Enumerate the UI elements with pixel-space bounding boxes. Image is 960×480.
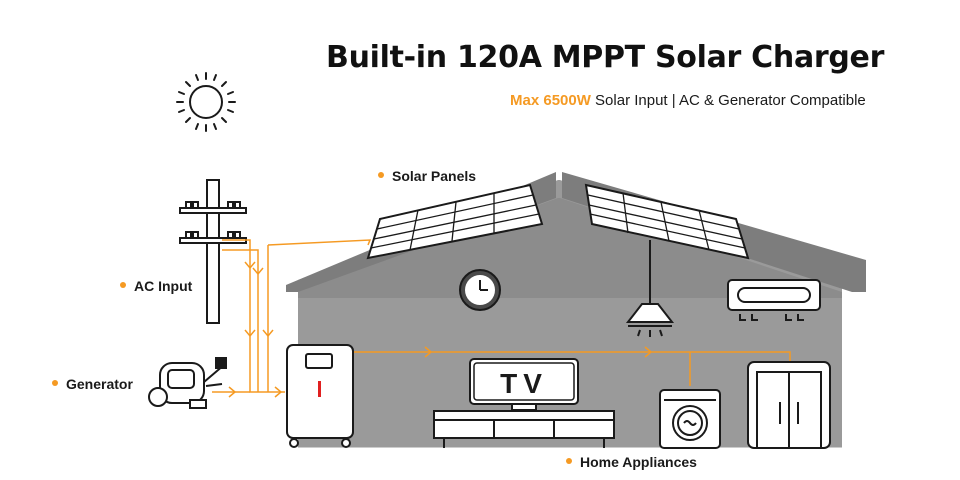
callout-generator-label: Generator	[66, 376, 133, 392]
solar-panel-right	[584, 183, 750, 260]
subtitle-rest: Solar Input | AC & Generator Compatible	[590, 92, 866, 109]
subtitle: Max 6500W Solar Input | AC & Generator C…	[510, 92, 866, 109]
flow-arrows	[228, 261, 653, 398]
callout-home-appliances: Home Appliances	[566, 454, 697, 470]
solar-panel-left	[366, 183, 544, 260]
generator-icon	[148, 357, 227, 409]
callout-ac-input: AC Input	[120, 278, 192, 294]
clock-icon	[459, 269, 501, 311]
sun-icon	[176, 72, 236, 132]
air-conditioner-icon	[727, 279, 821, 321]
tv-icon: TV	[469, 358, 579, 411]
callout-solar-panels: Solar Panels	[378, 168, 476, 184]
tv-cabinet	[433, 410, 615, 448]
bullet-dot	[566, 458, 572, 465]
callout-solar-panels-label: Solar Panels	[392, 168, 477, 184]
power-lines	[212, 239, 791, 393]
washing-machine-icon	[659, 389, 721, 449]
refrigerator-icon	[747, 361, 831, 449]
bullet-dot	[52, 380, 58, 387]
bullet-dot	[378, 172, 384, 179]
callout-ac-input-label: AC Input	[134, 278, 193, 294]
callout-generator: Generator	[52, 376, 133, 392]
tv-label: TV	[500, 368, 548, 399]
roof-underside	[298, 198, 842, 298]
utility-pole-icon	[179, 179, 247, 324]
page-title: Built-in 120A MPPT Solar Charger	[326, 40, 885, 75]
ceiling-lamp-icon	[625, 240, 675, 337]
callout-home-appliances-label: Home Appliances	[580, 454, 697, 470]
subtitle-highlight: Max 6500W	[510, 92, 591, 109]
battery-unit-icon	[286, 344, 354, 448]
bullet-dot	[120, 282, 126, 289]
